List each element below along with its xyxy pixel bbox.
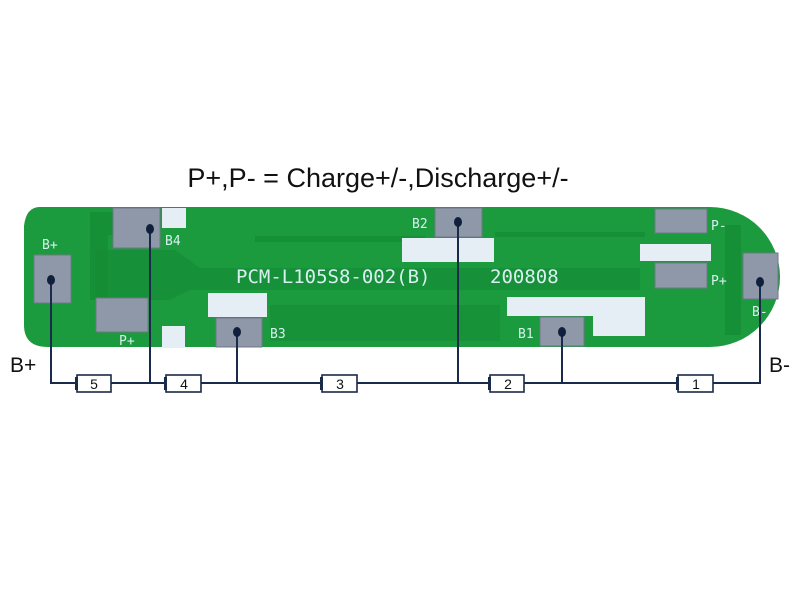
- pad-p-plus-left: [95, 297, 149, 333]
- cell-5: 5: [75, 374, 112, 393]
- silk-b4: B4: [165, 234, 181, 249]
- silk-p-plus-left: P+: [119, 334, 135, 349]
- pad-p-minus: [654, 208, 708, 234]
- silk-b-plus: B+: [42, 238, 58, 253]
- cell-3: 3: [320, 374, 358, 393]
- terminal-b-plus: B+: [10, 354, 36, 377]
- board-model: PCM-L105S8-002(B): [236, 266, 430, 288]
- cell-2-label: 2: [504, 376, 512, 392]
- cell-3-label: 3: [336, 376, 344, 392]
- board-date-code: 200808: [490, 266, 559, 288]
- pad-p-plus-right: [654, 262, 708, 289]
- cell-2: 2: [488, 374, 525, 393]
- silk-p-minus: P-: [711, 219, 727, 234]
- silk-p-plus-right: P+: [711, 274, 727, 289]
- cell-wiring: [47, 217, 764, 384]
- silk-b3: B3: [270, 327, 286, 342]
- cell-1: 1: [676, 374, 714, 393]
- silk-b2: B2: [412, 217, 428, 232]
- cell-5-label: 5: [90, 376, 98, 392]
- cell-4-label: 4: [180, 376, 188, 392]
- silk-b1: B1: [518, 327, 534, 342]
- cell-1-label: 1: [692, 376, 700, 392]
- cell-4: 4: [164, 374, 202, 393]
- pcb-board: B+ B4 P+ B3 B2 B1 P- P+ B- PCM-L105S8-00…: [24, 207, 780, 349]
- diagram-title: P+,P- = Charge+/-,Discharge+/-: [187, 163, 568, 193]
- terminal-b-minus: B-: [769, 354, 790, 377]
